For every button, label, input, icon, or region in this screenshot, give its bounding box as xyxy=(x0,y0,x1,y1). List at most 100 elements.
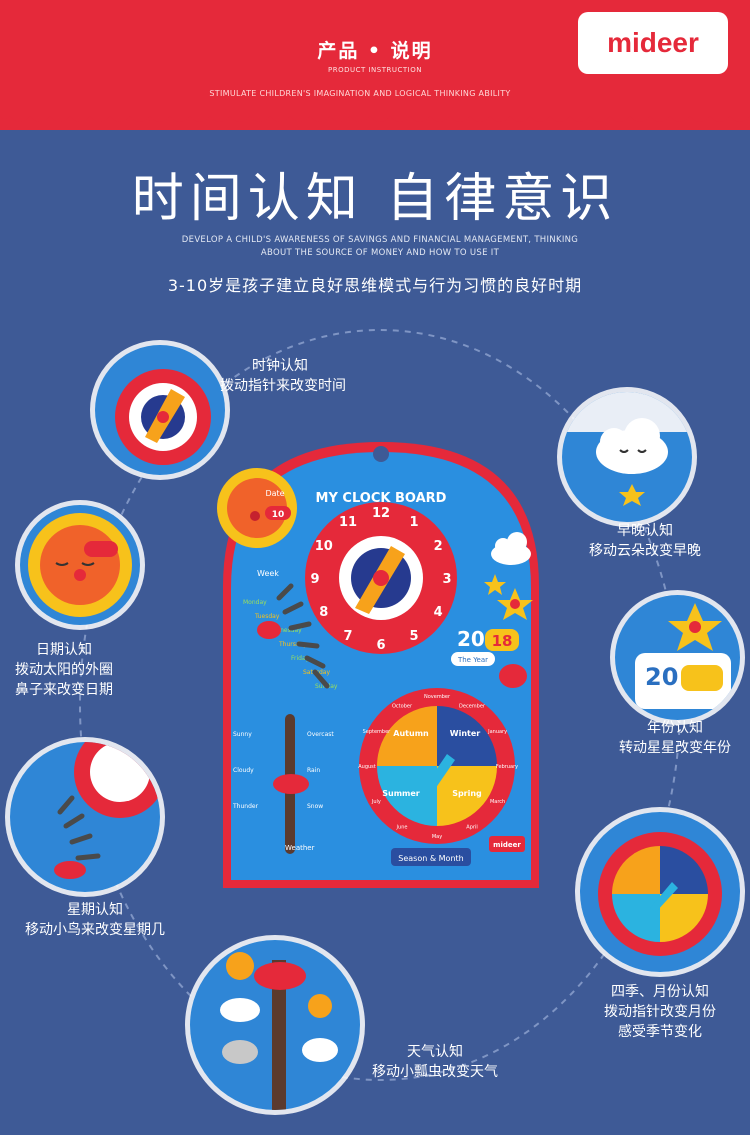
clock-detail-image xyxy=(95,345,225,475)
headline: 时间认知 自律意识 xyxy=(131,169,619,229)
clock-caption-title: 时钟认知 xyxy=(252,358,308,374)
ladybug-slider[interactable] xyxy=(273,774,309,794)
season-name: Winter xyxy=(450,729,481,738)
clock-hour-number: 8 xyxy=(319,605,328,620)
clock-hour-number: 7 xyxy=(343,629,352,644)
weather-caption: 天气认知 移动小瓢虫改变天气 xyxy=(360,1042,510,1082)
date-caption-desc-1: 拨动太阳的外圈 xyxy=(15,662,113,678)
week-caption-desc: 移动小鸟来改变星期几 xyxy=(25,922,165,938)
clock-hour-number: 5 xyxy=(409,629,418,644)
year-label: The Year xyxy=(457,656,488,664)
week-detail-bubble xyxy=(10,742,160,892)
weather-detail-image xyxy=(190,940,360,1110)
english-subline: DEVELOP A CHILD'S AWARENESS OF SAVINGS A… xyxy=(100,234,660,260)
season-caption-desc-1: 拨动指针改变月份 xyxy=(604,1004,716,1020)
clock-hour-number: 2 xyxy=(434,539,443,554)
week-caption-title: 星期认知 xyxy=(67,902,123,918)
weather-detail-bubble xyxy=(190,940,360,1110)
star-icon xyxy=(484,574,506,595)
age-tagline: 3-10岁是孩子建立良好思维模式与行为习惯的良好时期 xyxy=(167,276,583,295)
clock-hour-number: 1 xyxy=(409,515,418,530)
day-night-caption-title: 早晚认知 xyxy=(617,523,673,539)
season-detail-image xyxy=(580,812,740,972)
weather-label: Weather xyxy=(285,844,315,852)
day-night-cloud[interactable] xyxy=(491,532,531,565)
weekday-label: Wednesday xyxy=(267,627,302,634)
weekday-label: Thursday xyxy=(278,641,307,648)
clock-hour-number: 11 xyxy=(339,515,357,530)
date-label: Date xyxy=(265,489,284,498)
clock-caption: 时钟认知 拨动指针来改变时间 xyxy=(220,356,346,396)
subline-line-1: DEVELOP A CHILD'S AWARENESS OF SAVINGS A… xyxy=(181,235,579,245)
weather-label: Sunny xyxy=(233,731,252,738)
year-detail-bubble: 20 xyxy=(615,595,740,720)
clock-hour-number: 4 xyxy=(434,605,443,620)
hanging-hole xyxy=(373,446,389,462)
weather-label: Thunder xyxy=(232,803,259,810)
year-caption: 年份认知 转动星星改变年份 xyxy=(605,718,745,758)
cloud-detail-image xyxy=(562,392,692,522)
month-name: July xyxy=(371,799,381,805)
month-name: December xyxy=(459,703,486,709)
clock-pivot xyxy=(373,570,389,586)
week-caption: 星期认知 移动小鸟来改变星期几 xyxy=(10,900,180,940)
clock-hour-number: 12 xyxy=(372,506,390,521)
weather-label: Cloudy xyxy=(233,767,254,774)
date-caption-title: 日期认知 xyxy=(36,642,92,658)
clock-hour-number: 9 xyxy=(310,572,319,587)
sun-date-detail-bubble xyxy=(20,505,140,625)
sun-date-wheel[interactable]: Date 10 xyxy=(217,468,297,548)
day-night-caption: 早晚认知 移动云朵改变早晚 xyxy=(575,521,715,561)
season-name: Summer xyxy=(382,789,420,798)
month-name: January xyxy=(487,729,507,735)
week-rake xyxy=(276,583,330,689)
svg-text:20: 20 xyxy=(645,663,678,691)
year-display: 20 18 The Year xyxy=(451,627,519,666)
weather-label: Rain xyxy=(307,767,320,774)
season-caption-desc-2: 感受季节变化 xyxy=(618,1024,702,1040)
month-name: February xyxy=(496,764,518,770)
season-name: Autumn xyxy=(393,729,429,738)
brand-logo: mideer xyxy=(578,12,728,74)
week-label: Week xyxy=(257,569,279,578)
year-caption-desc: 转动星星改变年份 xyxy=(619,740,731,756)
cloud-detail-bubble xyxy=(562,392,692,522)
month-name: April xyxy=(466,825,477,831)
board-title: MY CLOCK BOARD xyxy=(316,491,447,506)
year-suffix: 18 xyxy=(492,632,513,650)
board-brand-mark: mideer xyxy=(493,841,521,849)
clock-caption-desc: 拨动指针来改变时间 xyxy=(220,378,346,394)
season-caption-title: 四季、月份认知 xyxy=(611,984,709,1000)
week-bird-slider[interactable] xyxy=(257,621,281,639)
month-name: September xyxy=(363,729,392,735)
weather-caption-title: 天气认知 xyxy=(407,1044,463,1060)
month-name: October xyxy=(392,703,413,709)
week-detail-image xyxy=(10,742,160,892)
season-month-label: Season & Month xyxy=(398,854,463,863)
year-caption-title: 年份认知 xyxy=(647,720,703,736)
date-value: 10 xyxy=(272,510,285,520)
season-pointer[interactable] xyxy=(425,754,455,792)
weekday-label: Friday xyxy=(291,655,310,662)
year-prefix: 20 xyxy=(457,627,485,651)
clock-hour-number: 6 xyxy=(376,638,385,653)
bird-icon xyxy=(499,664,527,688)
month-names: OctoberNovemberDecemberJanuaryFebruaryMa… xyxy=(358,694,518,840)
scallop-edge xyxy=(0,102,750,122)
weather-label: Overcast xyxy=(307,731,334,738)
date-caption: 日期认知 拨动太阳的外圈 鼻子来改变日期 xyxy=(0,640,128,700)
weekday-label: Tuesday xyxy=(254,613,280,620)
month-name: August xyxy=(358,764,376,770)
section-subtitle: PRODUCT INSTRUCTION xyxy=(328,66,422,74)
season-name: Spring xyxy=(452,789,482,798)
day-night-caption-desc: 移动云朵改变早晚 xyxy=(589,543,701,559)
clock-detail-bubble xyxy=(95,345,225,475)
month-name: June xyxy=(396,825,408,831)
header-tagline: STIMULATE CHILDREN'S IMAGINATION AND LOG… xyxy=(209,89,511,98)
year-detail-image: 20 xyxy=(615,595,740,720)
